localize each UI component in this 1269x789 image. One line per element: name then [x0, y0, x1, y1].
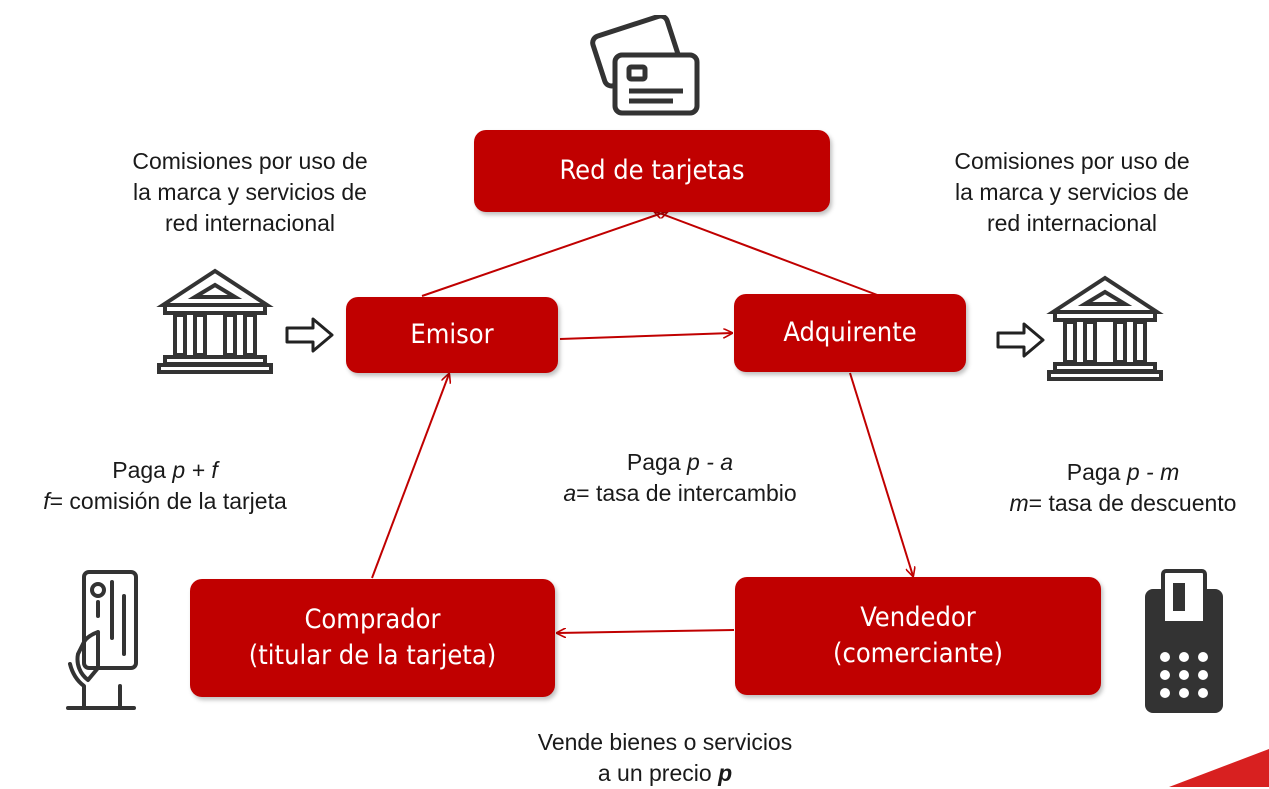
node-emisor-label: Emisor	[410, 318, 494, 350]
vende-label: Vende bienes o servicios a un precio p	[537, 729, 793, 787]
paga-p-minus-a-label: Paga p - a a= tasa de intercambio	[563, 449, 797, 507]
hand-card-icon	[66, 570, 138, 710]
hollow-arrow-icon	[285, 317, 334, 353]
arrow-vendedor-to-comprador	[557, 630, 735, 633]
arrow-comprador-to-emisor	[371, 374, 449, 579]
node-emisor: Emisor	[346, 297, 558, 373]
comisiones-right-label: Comisiones por uso de la marca y servici…	[954, 148, 1190, 237]
arrow-adquirente-to-vendedor	[849, 372, 913, 576]
node-red-label: Red de tarjetas	[559, 154, 745, 186]
card-terminal-icon	[1145, 569, 1223, 713]
node-vendedor: Vendedor (comerciante)	[735, 577, 1101, 695]
bank-icon	[156, 268, 274, 374]
node-red-de-tarjetas: Red de tarjetas	[474, 130, 830, 212]
node-comprador-line2: (titular de la tarjeta)	[248, 640, 497, 671]
paga-p-plus-f-label: Paga p + f f= comisión de la tarjeta	[43, 457, 287, 515]
arrow-emisor-to-adquirente	[559, 333, 732, 340]
credit-cards-icon	[590, 15, 700, 116]
hollow-arrow-icon	[996, 322, 1045, 358]
node-adquirente: Adquirente	[734, 294, 966, 372]
node-comprador-line1: Comprador	[304, 603, 441, 635]
comisiones-left-label: Comisiones por uso de la marca y servici…	[132, 148, 368, 237]
node-vendedor-line1: Vendedor	[860, 601, 976, 633]
node-adquirente-label: Adquirente	[783, 316, 917, 348]
node-vendedor-line2: (comerciante)	[832, 638, 1004, 669]
arrow-adquirente-to-red	[654, 211, 881, 297]
paga-p-minus-m-label: Paga p - m m= tasa de descuento	[1009, 459, 1237, 517]
arrow-emisor-to-red	[421, 211, 668, 297]
bank-icon	[1046, 275, 1164, 381]
node-comprador: Comprador (titular de la tarjeta)	[190, 579, 555, 697]
decorative-corner-accent	[1169, 749, 1269, 787]
